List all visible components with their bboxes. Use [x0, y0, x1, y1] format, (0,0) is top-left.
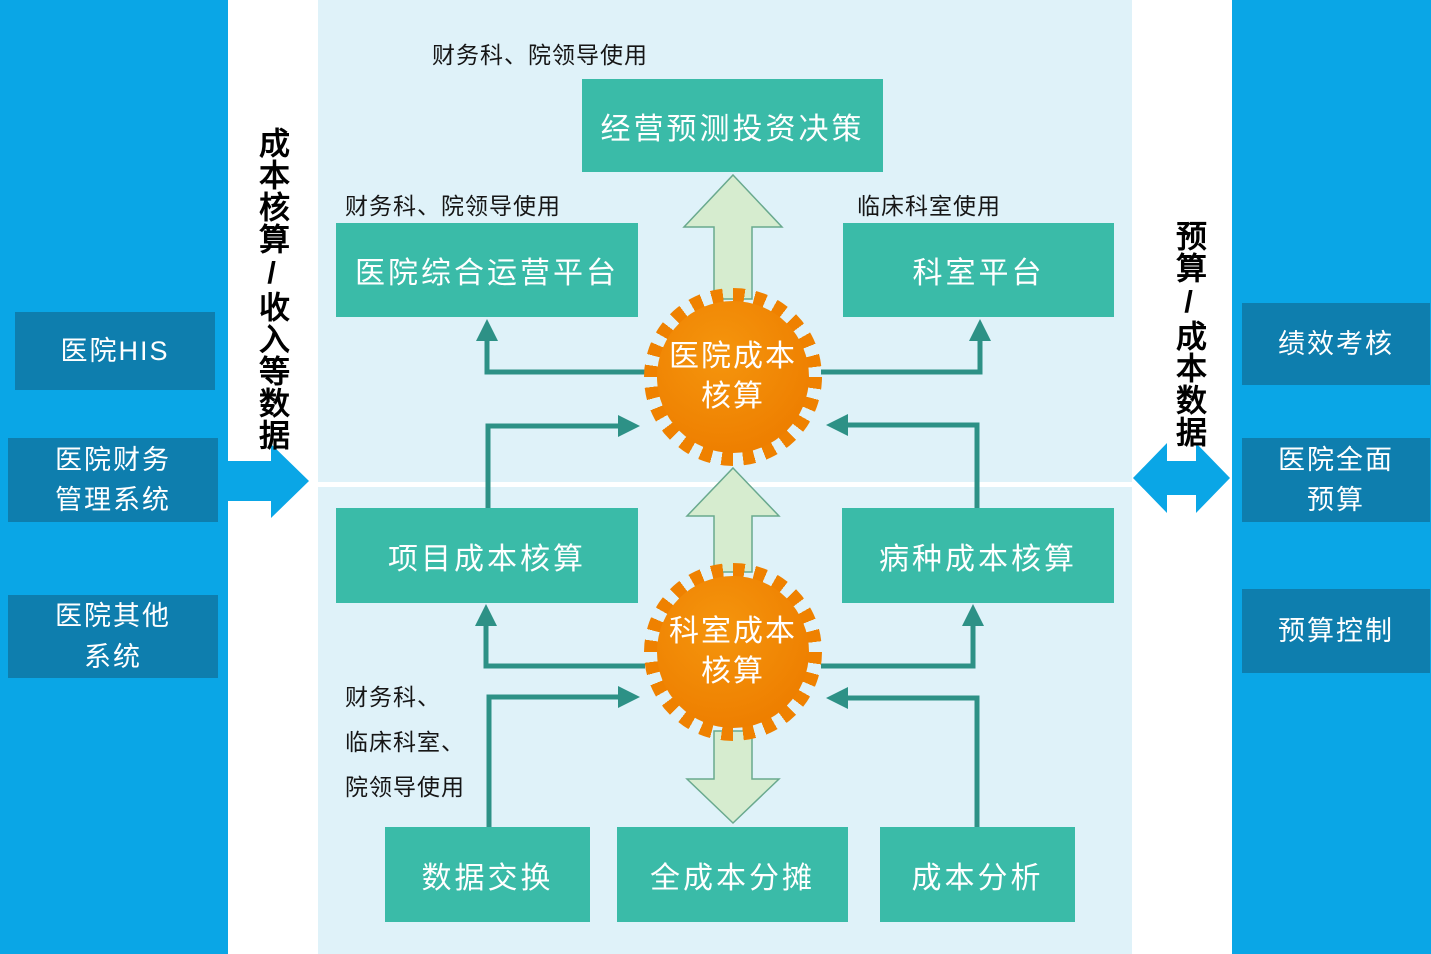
data-exchange-box: 数据交换: [385, 827, 590, 922]
hospital-cost-gear-core: 医院成本 核算: [657, 301, 809, 453]
right-data-flow-double-arrow: [1133, 443, 1230, 513]
hospital-cost-gear: 医院成本 核算: [644, 288, 822, 466]
arrow-gear-to-forecast: [682, 173, 784, 300]
arrow-dept-gear-to-full-cost-alloc: [685, 730, 781, 825]
connector-hospital-gear-to-dept-platform: [821, 331, 983, 375]
usage-label-bottom-left: 财务科、 临床科室、 院领导使用: [345, 684, 465, 800]
department-cost-gear-core: 科室成本 核算: [657, 576, 809, 728]
hospital-other-systems-box: 医院其他 系统: [8, 595, 218, 678]
connector-disease-cost-to-hospital-gear: [840, 422, 980, 508]
dept-platform-box: 科室平台: [843, 223, 1114, 317]
connector-cost-analysis-to-dept-gear: [840, 695, 980, 827]
department-cost-gear-label: 科室成本 核算: [669, 614, 797, 689]
performance-appraisal-box: 绩效考核: [1242, 303, 1430, 385]
arrowhead-to-hospital-gear-left: [618, 415, 640, 437]
left-data-flow-arrow: [228, 444, 309, 518]
connector-data-exchange-to-dept-gear: [486, 694, 626, 827]
connector-dept-gear-to-disease-cost: [821, 615, 976, 669]
full-cost-allocation-box: 全成本分摊: [617, 827, 848, 922]
arrowhead-to-dept-platform: [969, 319, 991, 341]
arrowhead-to-disease-cost: [962, 604, 984, 626]
arrowhead-to-dept-gear-left: [618, 686, 640, 708]
department-cost-gear: 科室成本 核算: [644, 563, 822, 741]
usage-label-top: 财务科、院领导使用: [432, 42, 648, 68]
arrow-dept-gear-to-hospital-gear: [685, 466, 781, 573]
arrowhead-to-dept-gear-right: [826, 687, 848, 709]
connector-dept-gear-to-project-cost: [483, 615, 645, 669]
hospital-cost-gear-label: 医院成本 核算: [669, 339, 797, 414]
connector-hospital-gear-to-ops-platform: [484, 331, 645, 375]
budget-control-box: 预算控制: [1242, 589, 1430, 673]
usage-label-mid-right: 临床科室使用: [857, 193, 1001, 219]
hospital-overall-budget-box: 医院全面 预算: [1242, 438, 1430, 522]
arrowhead-to-ops-platform: [476, 319, 498, 341]
connector-project-cost-to-hospital-gear: [485, 423, 626, 508]
project-cost-box: 项目成本核算: [336, 508, 638, 603]
ops-platform-box: 医院综合运营平台: [336, 223, 638, 317]
arrowhead-to-hospital-gear-right: [826, 414, 848, 436]
hospital-finance-system-box: 医院财务 管理系统: [8, 438, 218, 522]
left-flow-vertical-label: 成本核算/收入等数据: [254, 127, 289, 451]
usage-label-mid-left: 财务科、院领导使用: [345, 193, 561, 219]
forecast-investment-box: 经营预测投资决策: [582, 79, 883, 172]
disease-cost-box: 病种成本核算: [842, 508, 1114, 603]
right-flow-vertical-label: 预算/成本数据: [1171, 220, 1206, 448]
cost-analysis-box: 成本分析: [880, 827, 1075, 922]
hospital-his-box: 医院HIS: [15, 312, 215, 390]
arrowhead-to-project-cost: [475, 604, 497, 626]
